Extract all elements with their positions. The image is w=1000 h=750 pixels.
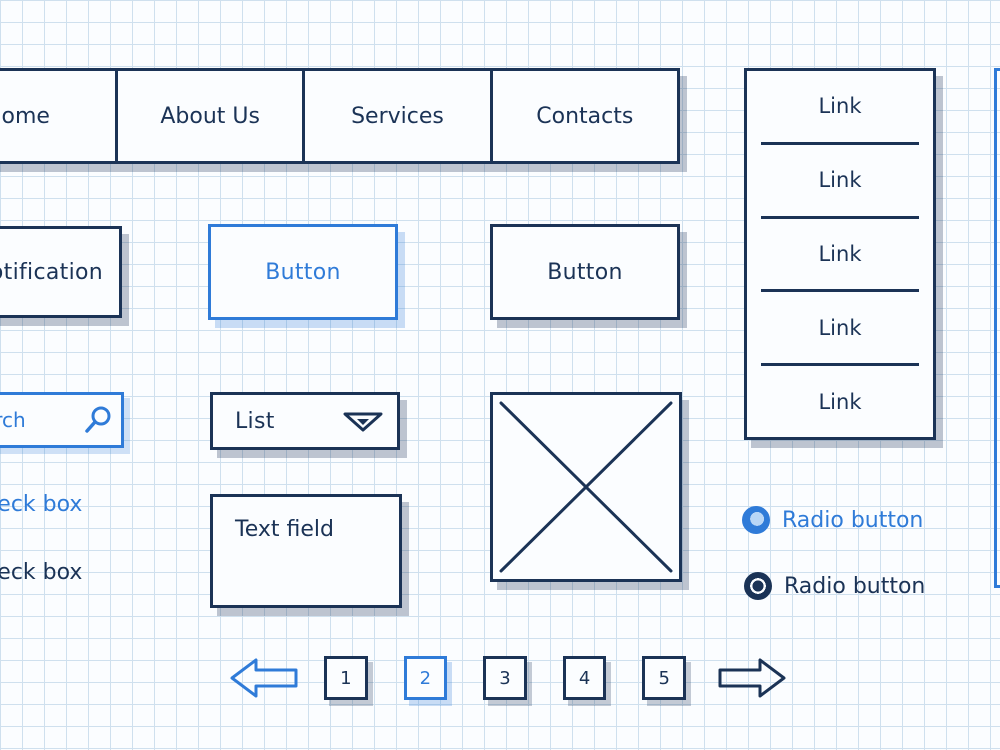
arrow-left-icon[interactable] xyxy=(228,656,300,700)
pagination: 1 2 3 4 5 xyxy=(228,648,788,708)
radio-selected-icon xyxy=(742,506,770,534)
notification-box[interactable]: Notification xyxy=(0,226,122,318)
page-2[interactable]: 2 xyxy=(403,656,448,700)
chevron-down-icon xyxy=(343,410,383,432)
search-box xyxy=(0,392,124,448)
page-1[interactable]: 1 xyxy=(324,656,368,700)
nav-item-about-us[interactable]: About Us xyxy=(118,71,306,161)
list-dropdown[interactable]: List xyxy=(210,392,400,450)
checkbox-2[interactable]: Check box xyxy=(0,560,83,585)
text-field[interactable]: Text field xyxy=(210,494,402,608)
link-list: Link Link Link Link Link xyxy=(744,68,936,440)
image-placeholder xyxy=(490,392,682,582)
nav-item-contacts[interactable]: Contacts xyxy=(536,103,634,129)
link-item-2[interactable]: Link xyxy=(761,145,919,219)
page-4[interactable]: 4 xyxy=(562,656,607,700)
search-icon[interactable] xyxy=(83,405,113,435)
page-3[interactable]: 3 xyxy=(483,656,527,700)
nav-bar: Home About Us Services Contacts xyxy=(0,68,680,164)
link-item-1[interactable]: Link xyxy=(761,71,919,145)
radio-button-1[interactable]: Radio button xyxy=(742,506,923,534)
primary-button[interactable]: Button xyxy=(208,224,398,320)
link-item-5[interactable]: Link xyxy=(818,389,862,414)
radio-icon xyxy=(744,572,772,600)
image-placeholder-icon xyxy=(499,401,673,573)
nav-item-services[interactable]: Services xyxy=(305,71,493,161)
page-5[interactable]: 5 xyxy=(642,656,686,700)
checkbox-1[interactable]: Check box xyxy=(0,492,83,517)
search-input[interactable] xyxy=(0,408,57,432)
secondary-button[interactable]: Button xyxy=(490,224,680,320)
link-item-3[interactable]: Link xyxy=(761,219,919,293)
arrow-right-icon[interactable] xyxy=(716,656,788,700)
link-item-4[interactable]: Link xyxy=(761,292,919,367)
nav-item-home[interactable]: Home xyxy=(0,71,118,161)
side-panel-edge xyxy=(994,68,1000,588)
radio-button-2[interactable]: Radio button xyxy=(744,572,925,600)
